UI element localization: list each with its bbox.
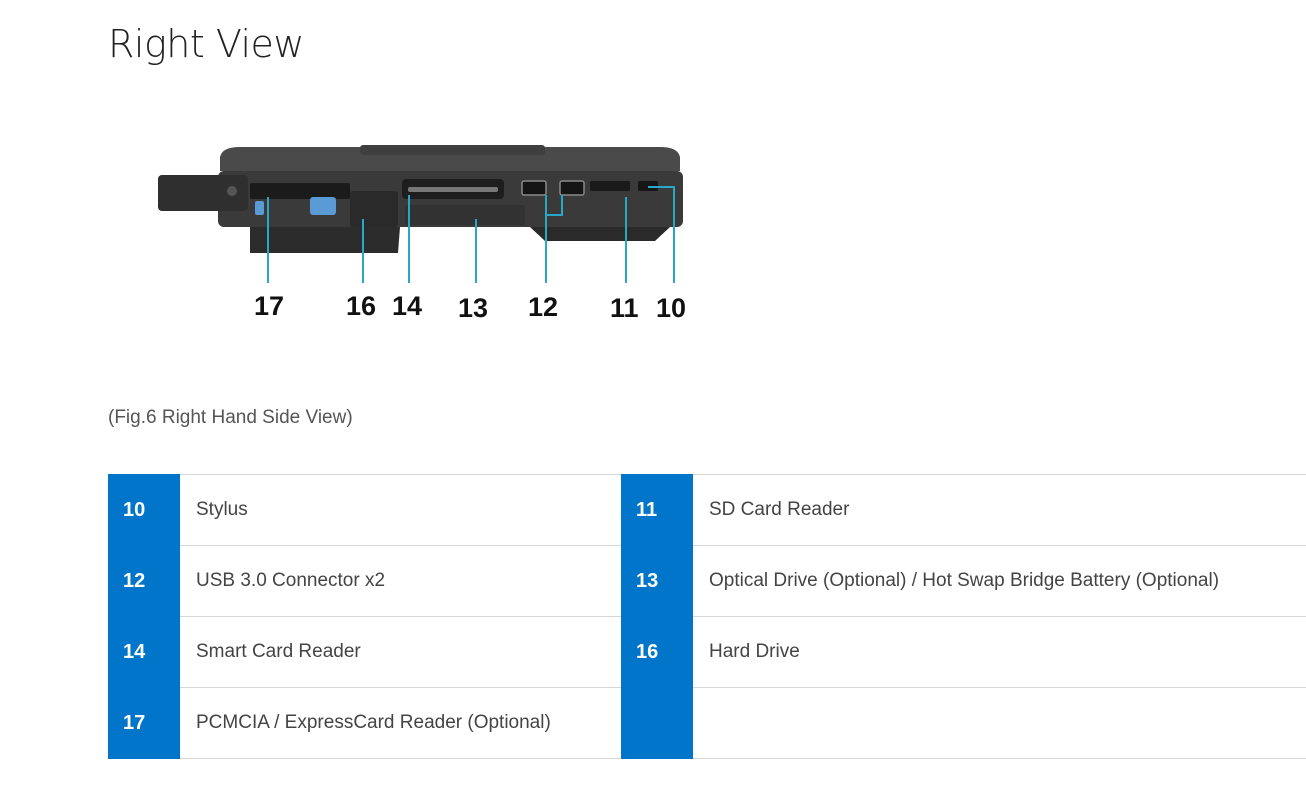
- figure-caption: (Fig.6 Right Hand Side View): [108, 407, 353, 428]
- laptop-right-side-figure: 17 16 14 13 12 11 10: [158, 145, 686, 323]
- hdd-bay: [350, 191, 398, 227]
- component-table: 10 Stylus 11 SD Card Reader 12 USB 3.0 C…: [108, 474, 1306, 759]
- table-row: 17 PCMCIA / ExpressCard Reader (Optional…: [108, 687, 1306, 759]
- lid-hinge-center: [360, 145, 545, 155]
- page-title: Right View: [108, 22, 305, 66]
- pcmcia-slot: [250, 183, 350, 199]
- item-number: 12: [108, 545, 180, 617]
- item-label: Optical Drive (Optional) / Hot Swap Brid…: [693, 545, 1306, 617]
- table-row: 12 USB 3.0 Connector x2 13 Optical Drive…: [108, 545, 1306, 617]
- hdd-latch: [310, 197, 336, 215]
- laptop-lid: [220, 147, 680, 171]
- item-number-empty: [621, 687, 693, 759]
- item-number: 16: [621, 616, 693, 688]
- table-row: 14 Smart Card Reader 16 Hard Drive: [108, 616, 1306, 688]
- smart-card-opening: [408, 187, 498, 192]
- callout-12: 12: [528, 292, 558, 322]
- callout-17: 17: [254, 291, 284, 321]
- item-number: 14: [108, 616, 180, 688]
- item-number: 17: [108, 687, 180, 759]
- callout-14: 14: [392, 291, 422, 321]
- table-row: 10 Stylus 11 SD Card Reader: [108, 474, 1306, 546]
- item-label: Stylus: [180, 474, 621, 546]
- item-number: 11: [621, 474, 693, 546]
- item-label: PCMCIA / ExpressCard Reader (Optional): [180, 687, 621, 759]
- callout-11: 11: [610, 293, 639, 323]
- item-number: 10: [108, 474, 180, 546]
- callout-13: 13: [458, 293, 488, 323]
- usb-port-2: [559, 180, 585, 196]
- sd-card-slot: [590, 181, 630, 191]
- item-number: 13: [621, 545, 693, 617]
- item-label: USB 3.0 Connector x2: [180, 545, 621, 617]
- item-label-empty: [693, 687, 1306, 759]
- item-label: Hard Drive: [693, 616, 1306, 688]
- laptop-foot: [530, 227, 670, 241]
- callout-16: 16: [346, 291, 376, 321]
- laptop-handle: [158, 175, 248, 211]
- callout-line-10: [648, 186, 675, 283]
- callout-10: 10: [656, 293, 686, 323]
- slot-latch: [255, 201, 264, 215]
- usb-port-1: [521, 180, 547, 196]
- laptop-base: [250, 227, 400, 253]
- optical-drive-bay: [405, 205, 525, 225]
- item-label: Smart Card Reader: [180, 616, 621, 688]
- callout-lines: [267, 186, 675, 283]
- item-label: SD Card Reader: [693, 474, 1306, 546]
- callout-line-12: [545, 195, 563, 216]
- handle-screw: [227, 186, 237, 196]
